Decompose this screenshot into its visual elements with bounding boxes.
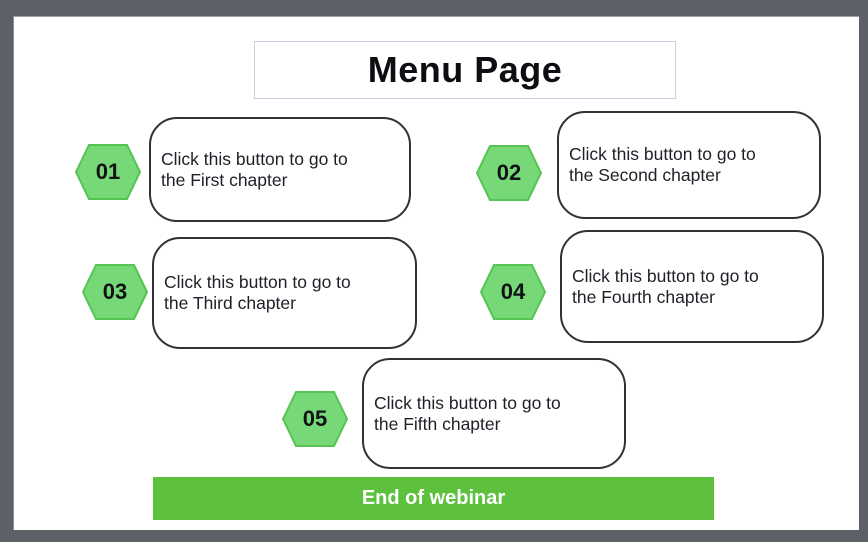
chapter-number: 01 xyxy=(95,159,121,184)
chapter-number: 05 xyxy=(302,406,328,431)
hexagon-icon xyxy=(75,144,141,200)
chapter-2-number-badge[interactable]: 02 xyxy=(476,144,542,202)
chapter-number: 04 xyxy=(500,279,526,304)
chapter-3-number-badge[interactable]: 03 xyxy=(82,263,148,321)
chapter-1-button[interactable]: Click this button to go to the First cha… xyxy=(149,117,411,222)
page-title-box: Menu Page xyxy=(254,41,676,99)
hexagon-icon xyxy=(282,391,348,447)
menu-slide: Menu Page 01 Click this button to go to … xyxy=(13,16,859,530)
button-label-line1: Click this button to go to xyxy=(164,272,351,292)
button-label-line2: the Fourth chapter xyxy=(572,286,715,307)
hexagon-shape xyxy=(480,264,546,320)
chapter-number: 03 xyxy=(102,279,128,304)
button-label-line2: the Fifth chapter xyxy=(374,413,501,434)
chapter-5-number-badge[interactable]: 05 xyxy=(282,390,348,448)
button-label-line1: Click this button to go to xyxy=(569,144,756,164)
chapter-2-button[interactable]: Click this button to go to the Second ch… xyxy=(557,111,821,219)
chapter-4-number-badge[interactable]: 04 xyxy=(480,263,546,321)
button-label-line1: Click this button to go to xyxy=(374,392,561,413)
hexagon-shape xyxy=(75,144,141,200)
chapter-3-button[interactable]: Click this button to go to the Third cha… xyxy=(152,237,417,349)
button-label-line2: the Third chapter xyxy=(164,293,296,313)
chapter-5-button[interactable]: Click this button to go to the Fifth cha… xyxy=(362,358,626,469)
button-label-line1: Click this button to go to xyxy=(161,148,348,169)
button-label-line2: the Second chapter xyxy=(569,165,721,185)
button-label-line2: the First chapter xyxy=(161,169,288,190)
hexagon-shape xyxy=(476,145,542,201)
page-title: Menu Page xyxy=(367,49,563,90)
hexagon-icon xyxy=(476,145,542,201)
chapter-4-button[interactable]: Click this button to go to the Fourth ch… xyxy=(560,230,824,343)
hexagon-shape xyxy=(82,264,148,320)
end-of-webinar-label: End of webinar xyxy=(361,487,506,509)
hexagon-shape xyxy=(282,391,348,447)
button-label-line1: Click this button to go to xyxy=(572,265,759,286)
end-of-webinar-button[interactable]: End of webinar xyxy=(153,477,714,520)
chapter-number: 02 xyxy=(496,160,522,185)
hexagon-icon xyxy=(82,264,148,320)
chapter-1-number-badge[interactable]: 01 xyxy=(75,143,141,201)
hexagon-icon xyxy=(480,264,546,320)
